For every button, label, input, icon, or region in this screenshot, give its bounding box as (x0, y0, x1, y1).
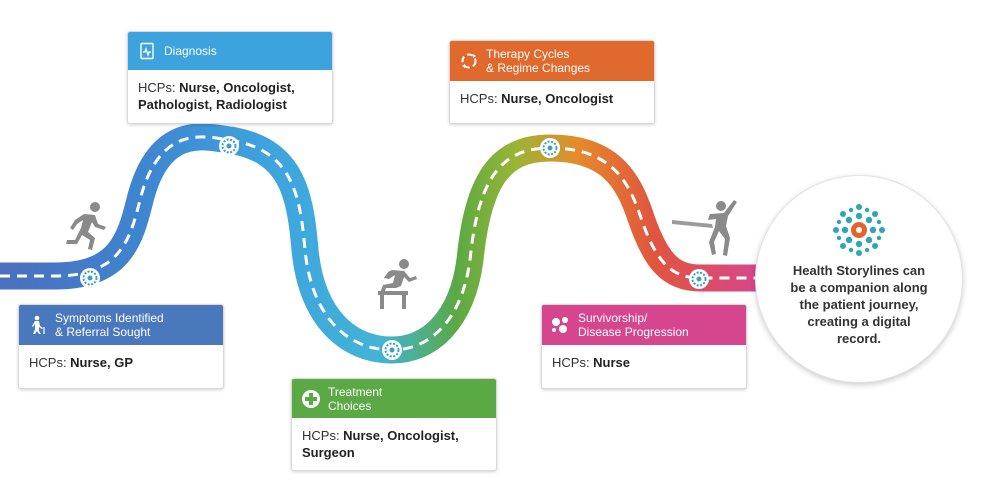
hcps-label: HCPs: (552, 355, 594, 370)
stage-hcps: HCPs: Nurse, Oncologist, Pathologist, Ra… (128, 70, 332, 122)
stage-card-survivorship: Survivorship/ Disease Progression HCPs: … (541, 304, 747, 389)
stage-hcps: HCPs: Nurse, GP (19, 345, 223, 380)
stage-title: Therapy Cycles & Regime Changes (486, 47, 591, 75)
checkpoint-symptoms (80, 268, 100, 288)
stage-title: Symptoms Identified & Referral Sought (55, 311, 164, 339)
stage-card-therapy: Therapy Cycles & Regime Changes HCPs: Nu… (449, 40, 655, 124)
stage-header-therapy: Therapy Cycles & Regime Changes (450, 41, 654, 81)
cells-icon (550, 314, 572, 336)
stage-hcps: HCPs: Nurse, Oncologist, Surgeon (292, 418, 496, 470)
person-walking-cane-icon (27, 314, 49, 336)
checkpoint-therapy (540, 138, 560, 158)
checkpoint-survivorship (689, 269, 709, 289)
stage-header-diagnosis: Diagnosis (128, 32, 332, 70)
stage-title: Survivorship/ Disease Progression (578, 311, 689, 339)
finish-line-person-icon (672, 200, 737, 256)
running-person-icon (66, 202, 106, 250)
stage-header-symptoms: Symptoms Identified & Referral Sought (19, 305, 223, 345)
stage-card-symptoms: Symptoms Identified & Referral Sought HC… (18, 304, 224, 389)
checkpoint-treatment (382, 340, 402, 360)
health-storylines-logo-icon (833, 204, 885, 256)
companion-circle: Health Storylines can be a companion alo… (755, 175, 963, 383)
stage-card-diagnosis: Diagnosis HCPs: Nurse, Oncologist, Patho… (127, 31, 333, 124)
hcps-names: Nurse, Oncologist (501, 91, 614, 106)
stage-title: Treatment Choices (328, 384, 383, 413)
hcps-names: Nurse (593, 355, 631, 370)
stage-hcps: HCPs: Nurse, Oncologist (450, 81, 654, 116)
medical-cross-icon (300, 388, 322, 410)
hcps-label: HCPs: (138, 80, 180, 95)
hcps-names: Nurse, GP (70, 355, 134, 370)
clipboard-chart-icon (136, 40, 158, 62)
hcps-names: Nurse, Oncologist, Pathologist, Radiolog… (138, 80, 295, 112)
hurdle-jumping-person-icon (378, 259, 417, 309)
stage-hcps: HCPs: Nurse (542, 345, 746, 380)
cycle-arrows-icon (458, 50, 480, 72)
hcps-label: HCPs: (460, 91, 502, 106)
hcps-names: Nurse, Oncologist, Surgeon (302, 428, 459, 460)
companion-text: Health Storylines can be a companion alo… (790, 263, 928, 346)
stage-title: Diagnosis (164, 44, 217, 58)
stage-header-treatment: Treatment Choices (292, 379, 496, 418)
checkpoint-diagnosis (219, 136, 239, 156)
stage-card-treatment: Treatment Choices HCPs: Nurse, Oncologis… (291, 378, 497, 471)
hcps-label: HCPs: (302, 428, 344, 443)
stage-header-survivorship: Survivorship/ Disease Progression (542, 305, 746, 345)
hcps-label: HCPs: (29, 355, 71, 370)
